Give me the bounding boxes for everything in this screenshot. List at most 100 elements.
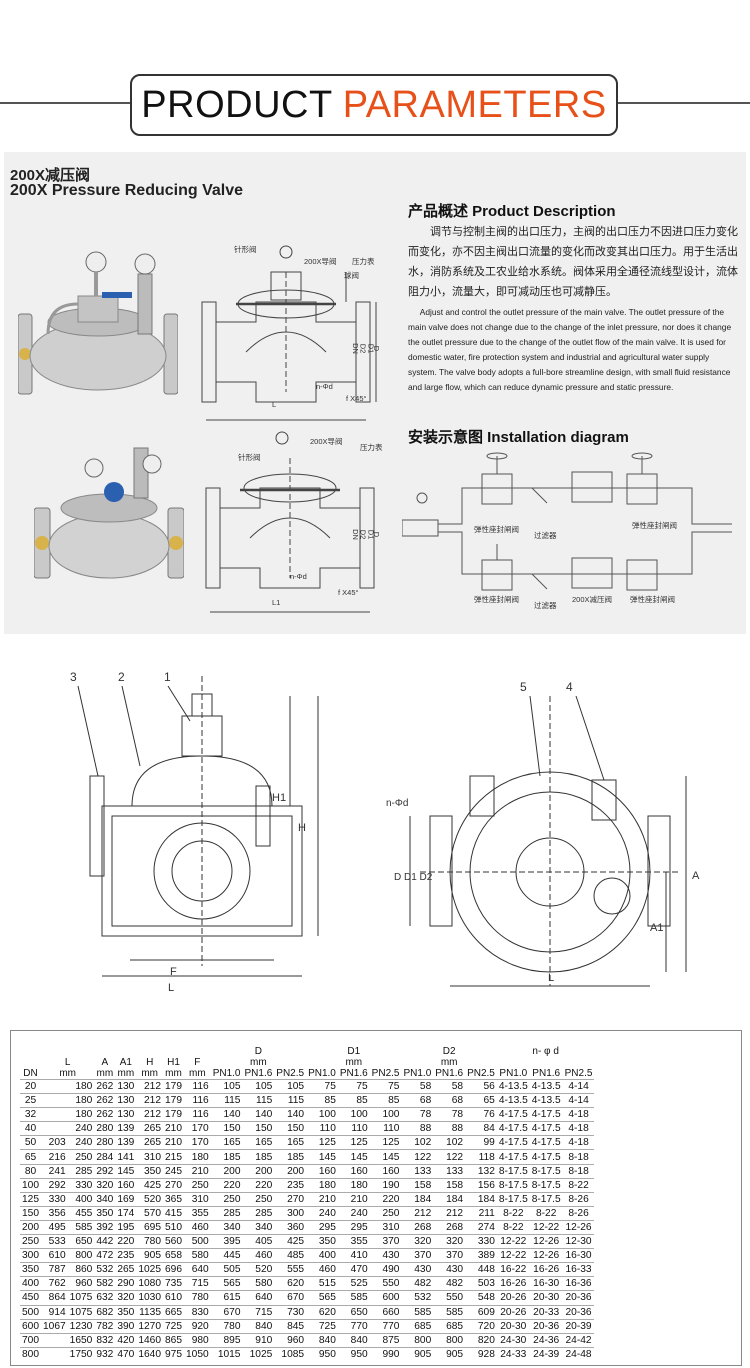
- parameter-table-frame: [10, 1030, 742, 1366]
- table-cell: 262: [94, 1107, 116, 1122]
- header-rule-left: [0, 102, 132, 104]
- table-cell: 1075: [67, 1290, 95, 1305]
- table-cell: 220: [115, 1234, 137, 1249]
- table-cell: 350: [136, 1163, 164, 1179]
- table-cell: 160: [306, 1163, 338, 1179]
- table-cell: 685: [401, 1318, 434, 1334]
- dim-bolt-top: n-Φd: [386, 798, 409, 809]
- table-cell: 525: [337, 1276, 370, 1291]
- install-label-1: 弹性座封闸阀: [474, 525, 519, 534]
- dn-cell: 600: [20, 1318, 41, 1334]
- table-cell: 130: [115, 1093, 137, 1108]
- table-cell: 515: [306, 1276, 338, 1291]
- label-chamfer-2: f X45°: [338, 588, 359, 597]
- table-cell: 4-18: [562, 1107, 595, 1122]
- table-cell: 310: [136, 1149, 164, 1165]
- label-needle-valve-1: 针形阀: [234, 245, 257, 254]
- table-cell: 735: [163, 1276, 185, 1291]
- table-cell: 158: [401, 1177, 434, 1193]
- table-cell: 100: [369, 1107, 402, 1122]
- table-cell: 150: [210, 1121, 243, 1136]
- table-cell: 150: [242, 1121, 275, 1136]
- table-cell: 4-17.5: [529, 1107, 563, 1122]
- table-cell: 4-14: [562, 1078, 595, 1094]
- table-cell: 133: [433, 1163, 466, 1179]
- table-cell: 265: [136, 1121, 164, 1136]
- table-cell: 310: [184, 1191, 211, 1207]
- table-cell: 780: [210, 1318, 243, 1334]
- table-cell: 8-22: [496, 1219, 530, 1235]
- product-panel: 200X减压阀 200X Pressure Reducing Valve: [4, 152, 746, 634]
- table-cell: 950: [306, 1346, 338, 1361]
- install-label-2: 过滤器: [534, 531, 557, 540]
- table-cell: 410: [337, 1248, 370, 1263]
- table-cell: 365: [163, 1191, 185, 1207]
- table-cell: 4-17.5: [529, 1121, 563, 1136]
- table-cell: 8-22: [529, 1205, 563, 1221]
- valve-photo-2: [34, 447, 184, 579]
- table-cell: 895: [210, 1332, 243, 1348]
- table-cell: 85: [369, 1093, 402, 1108]
- table-cell: 864: [41, 1290, 68, 1305]
- dn-cell: 250: [20, 1234, 41, 1249]
- table-cell: 905: [136, 1248, 164, 1263]
- table-cell: 430: [401, 1262, 434, 1277]
- table-cell: 190: [369, 1177, 402, 1193]
- table-cell: 24-30: [496, 1332, 530, 1348]
- dim-d-top: D D1 D2: [394, 872, 433, 883]
- table-cell: [41, 1332, 68, 1348]
- table-cell: 220: [210, 1177, 243, 1193]
- label-bolt-2: n-Φd: [290, 572, 307, 581]
- dn-cell: 50: [20, 1135, 41, 1150]
- table-cell: 20-36: [529, 1318, 563, 1334]
- table-cell: 110: [369, 1121, 402, 1136]
- table-cell: 505: [210, 1262, 243, 1277]
- table-cell: 16-36: [562, 1276, 595, 1291]
- table-cell: 212: [136, 1093, 164, 1108]
- table-cell: 472: [94, 1248, 116, 1263]
- dn-cell: 300: [20, 1248, 41, 1263]
- table-cell: 58: [401, 1078, 434, 1094]
- table-cell: 975: [163, 1346, 185, 1361]
- table-cell: 76: [465, 1107, 497, 1122]
- header-rule-right: [612, 102, 750, 104]
- valve-section-drawing-2: [205, 431, 375, 613]
- table-cell: 235: [274, 1177, 307, 1193]
- dn-cell: 65: [20, 1149, 41, 1165]
- table-cell: 392: [94, 1219, 116, 1235]
- table-cell: 840: [337, 1332, 370, 1348]
- table-cell: 24-39: [529, 1346, 563, 1361]
- table-cell: 4-17.5: [496, 1135, 530, 1150]
- table-cell: 4-13.5: [529, 1078, 563, 1094]
- table-cell: 4-17.5: [529, 1149, 563, 1165]
- table-cell: 425: [136, 1177, 164, 1193]
- col-a1: A1: [119, 1057, 132, 1068]
- table-cell: 510: [163, 1219, 185, 1235]
- table-cell: 580: [242, 1276, 275, 1291]
- table-cell: 928: [465, 1346, 497, 1361]
- table-cell: 8-17.5: [496, 1191, 530, 1207]
- table-cell: 565: [306, 1290, 338, 1305]
- table-cell: 20-36: [562, 1290, 595, 1305]
- table-cell: 265: [136, 1135, 164, 1150]
- label-length-2: L1: [272, 598, 281, 607]
- dn-cell: 150: [20, 1205, 41, 1221]
- table-cell: [41, 1093, 68, 1108]
- table-cell: 548: [465, 1290, 497, 1305]
- table-cell: 780: [184, 1290, 211, 1305]
- table-cell: 200: [242, 1163, 275, 1179]
- table-cell: 610: [163, 1290, 185, 1305]
- table-cell: 550: [433, 1290, 466, 1305]
- table-cell: 292: [94, 1163, 116, 1179]
- unit-a: mm: [96, 1068, 114, 1079]
- table-cell: 270: [274, 1191, 307, 1207]
- table-cell: 184: [401, 1191, 434, 1207]
- table-cell: 140: [242, 1107, 275, 1122]
- table-cell: 1135: [136, 1304, 164, 1320]
- col-d1: D1: [347, 1046, 361, 1057]
- table-cell: 8-17.5: [529, 1177, 563, 1193]
- col-f: F: [194, 1057, 201, 1068]
- table-cell: 4-17.5: [529, 1135, 563, 1150]
